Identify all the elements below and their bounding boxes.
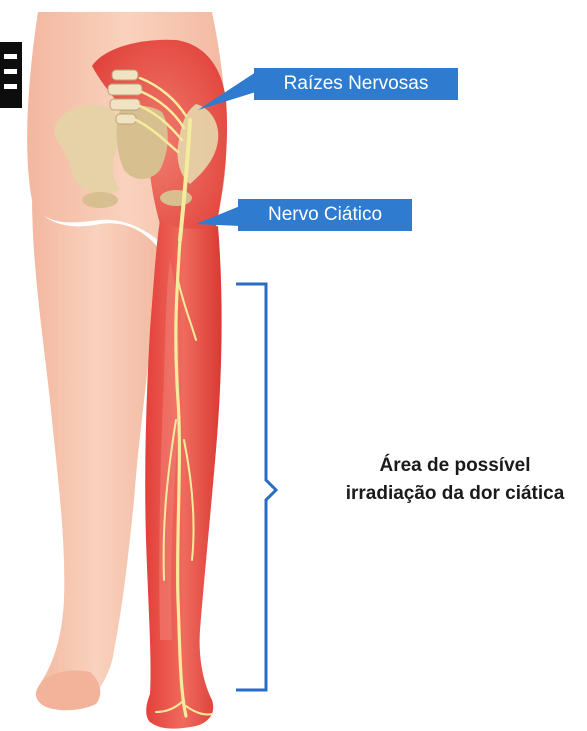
sciatic-nerve-label: Nervo Ciático [238, 199, 412, 231]
right-leg-red [145, 220, 221, 729]
left-leg [32, 196, 160, 708]
pain-area-label: Área de possível irradiação da dor ciáti… [330, 452, 580, 508]
edge-marker [0, 42, 22, 108]
pain-area-label-line1: Área de possível [330, 452, 580, 480]
nerve-roots-label: Raízes Nervosas [254, 68, 458, 100]
pain-area-label-line2: irradiação da dor ciática [330, 480, 580, 508]
pain-area-bracket [236, 284, 276, 690]
